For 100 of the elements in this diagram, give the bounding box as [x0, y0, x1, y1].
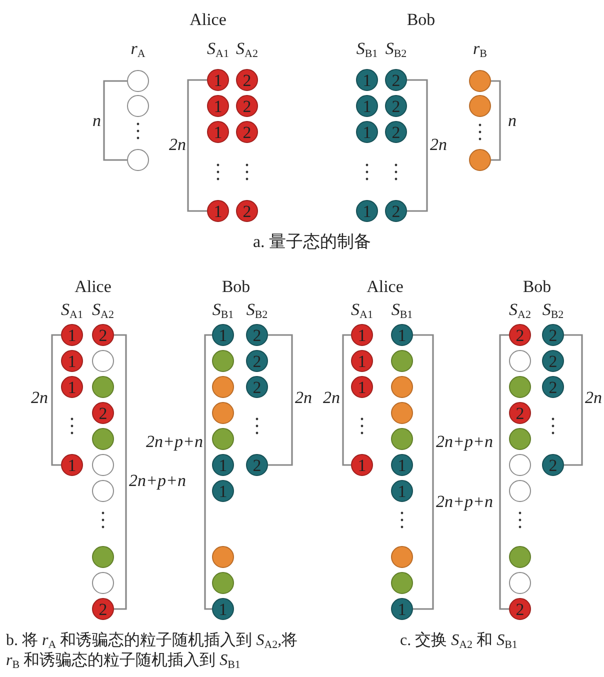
- count-label: 2n: [31, 388, 48, 408]
- particle-circle: 1: [61, 350, 83, 372]
- particle-circle: [391, 402, 413, 424]
- particle-circle: 1: [207, 69, 229, 91]
- particle-circle: 2: [542, 454, 564, 476]
- particle-circle: 1: [391, 598, 413, 620]
- particle-circle: 2: [246, 324, 268, 346]
- particle-circle: 1: [356, 95, 378, 117]
- particle-circle: 2: [92, 598, 114, 620]
- column-header: S$_{A2}$: [236, 39, 258, 61]
- particle-circle: [391, 428, 413, 450]
- particle-circle: 2: [385, 69, 407, 91]
- particle-circle: [509, 480, 531, 502]
- particle-circle: 1: [212, 598, 234, 620]
- particle-circle: 2: [542, 376, 564, 398]
- party-name: Bob: [406, 10, 436, 30]
- particle-circle: [469, 149, 491, 171]
- particle-circle: [127, 95, 149, 117]
- particle-circle: [92, 572, 114, 594]
- particle-circle: [212, 428, 234, 450]
- party-name: Alice: [74, 277, 112, 297]
- particle-circle: [92, 376, 114, 398]
- particle-circle: 2: [542, 324, 564, 346]
- particle-circle: [212, 572, 234, 594]
- particle-circle: 2: [509, 598, 531, 620]
- particle-circle: 2: [236, 200, 258, 222]
- particle-circle: [391, 572, 413, 594]
- column-header: r$_{A}$: [130, 39, 146, 61]
- particle-circle: [92, 546, 114, 568]
- particle-circle: 1: [351, 454, 373, 476]
- count-label: n: [508, 111, 516, 131]
- column-header: S$_{B1}$: [356, 39, 378, 61]
- column-header: S$_{B2}$: [246, 300, 268, 322]
- particle-circle: 2: [246, 350, 268, 372]
- column-header: S$_{A1}$: [351, 300, 373, 322]
- particle-circle: [509, 428, 531, 450]
- particle-circle: 1: [212, 324, 234, 346]
- particle-circle: [212, 376, 234, 398]
- particle-circle: 1: [356, 69, 378, 91]
- particle-circle: 1: [61, 324, 83, 346]
- particle-circle: 2: [385, 200, 407, 222]
- count-label: 2n+p+n: [436, 492, 493, 512]
- count-label: 2n+p+n: [146, 432, 203, 452]
- particle-circle: [127, 149, 149, 171]
- particle-circle: [469, 95, 491, 117]
- caption: c. 交换 S$_{A2}$ 和 S$_{B1}$: [400, 632, 518, 652]
- particle-circle: 2: [236, 69, 258, 91]
- particle-circle: [469, 70, 491, 92]
- particle-circle: 2: [236, 95, 258, 117]
- particle-circle: 1: [351, 324, 373, 346]
- column-header: r$_{B}$: [473, 39, 487, 61]
- particle-circle: [92, 428, 114, 450]
- caption: b. 将 r$_{A}$ 和诱骗态的粒子随机插入到 S$_{A2}$,将 r$_{B}$ 和诱骗态的粒子随机插入到 S$_{B1}$: [6, 632, 299, 672]
- particle-circle: [509, 572, 531, 594]
- particle-circle: 1: [207, 95, 229, 117]
- caption: a. 量子态的制备: [252, 232, 372, 252]
- particle-circle: 2: [246, 454, 268, 476]
- count-label: 2n+p+n: [129, 471, 186, 491]
- party-name: Bob: [522, 277, 552, 297]
- particle-circle: 1: [61, 376, 83, 398]
- particle-circle: 1: [391, 480, 413, 502]
- particle-circle: 1: [391, 324, 413, 346]
- particle-circle: [391, 546, 413, 568]
- column-header: S$_{B2}$: [385, 39, 407, 61]
- column-header: S$_{A2}$: [509, 300, 531, 322]
- particle-circle: 2: [385, 95, 407, 117]
- column-header: S$_{B1}$: [391, 300, 413, 322]
- particle-circle: [509, 350, 531, 372]
- party-name: Alice: [366, 277, 404, 297]
- particle-circle: 1: [207, 121, 229, 143]
- particle-circle: 2: [92, 402, 114, 424]
- column-header: S$_{A1}$: [61, 300, 83, 322]
- particle-circle: 2: [236, 121, 258, 143]
- particle-circle: [509, 376, 531, 398]
- particle-circle: [92, 454, 114, 476]
- particle-circle: 2: [509, 324, 531, 346]
- particle-circle: 1: [391, 454, 413, 476]
- particle-circle: [92, 480, 114, 502]
- particle-circle: 2: [92, 324, 114, 346]
- particle-circle: [127, 70, 149, 92]
- particle-circle: [391, 350, 413, 372]
- particle-circle: [391, 376, 413, 398]
- particle-circle: 1: [212, 454, 234, 476]
- count-label: 2n: [295, 388, 312, 408]
- particle-circle: 1: [356, 200, 378, 222]
- particle-circle: 1: [212, 480, 234, 502]
- column-header: S$_{B1}$: [212, 300, 234, 322]
- particle-circle: [212, 402, 234, 424]
- count-label: 2n: [323, 388, 340, 408]
- particle-circle: [212, 350, 234, 372]
- particle-circle: 2: [246, 376, 268, 398]
- particle-circle: [509, 454, 531, 476]
- party-name: Alice: [190, 10, 226, 30]
- count-label: 2n+p+n: [436, 432, 493, 452]
- count-label: 2n: [169, 135, 186, 155]
- particle-circle: [509, 546, 531, 568]
- column-header: S$_{A2}$: [92, 300, 114, 322]
- particle-circle: 2: [385, 121, 407, 143]
- particle-circle: 1: [351, 350, 373, 372]
- party-name: Bob: [222, 277, 250, 297]
